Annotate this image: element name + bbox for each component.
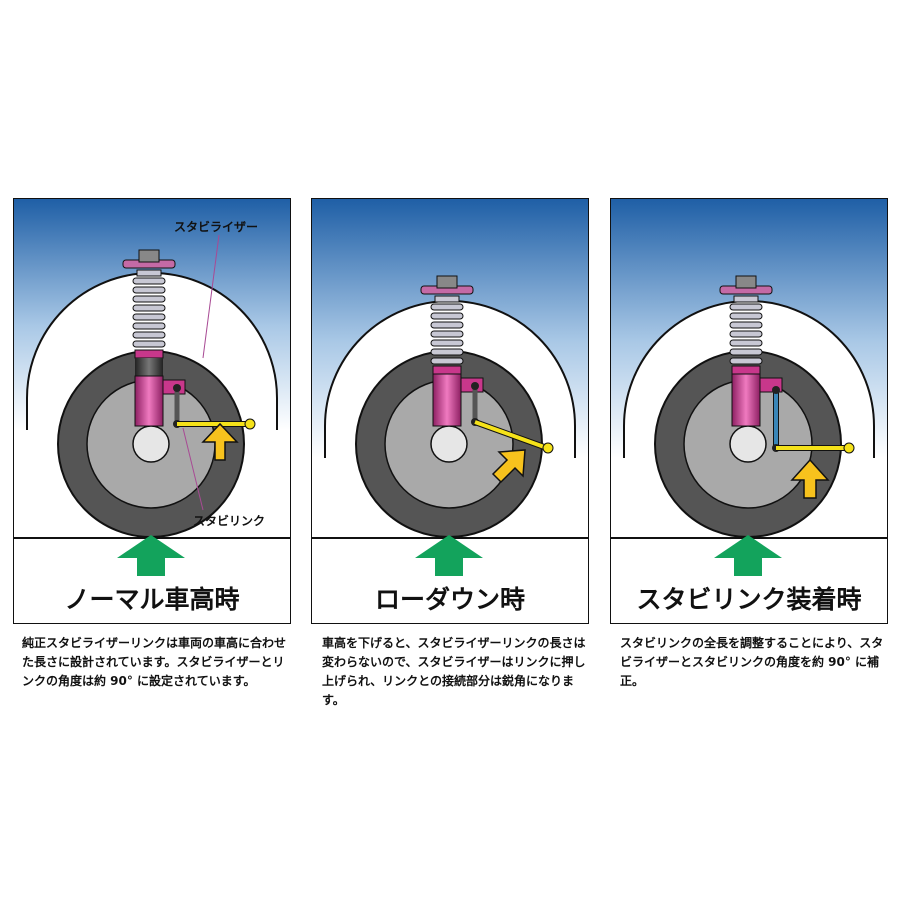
car-body <box>14 199 290 430</box>
stabilink-callout: スタビリンク <box>193 514 266 528</box>
hub <box>729 425 767 463</box>
stabilizer-bar <box>474 420 548 450</box>
push-arrow-icon <box>790 458 830 499</box>
panel-description: スタビリンクの全長を調整することにより、スタビライザーとスタビリンクの角度を約 … <box>620 636 884 688</box>
coil-spring <box>729 295 763 365</box>
car-body <box>312 199 588 458</box>
hub <box>430 425 468 463</box>
shock-absorber <box>134 375 164 427</box>
push-arrow-icon <box>201 422 239 461</box>
hub <box>132 425 170 463</box>
shock-absorber <box>731 373 761 427</box>
panel-description: 純正スタビライザーリンクは車両の車高に合わせた長さに設計されています。スタビライ… <box>22 636 287 688</box>
panel-title: ローダウン時 <box>374 585 525 614</box>
panel-title: スタビリンク装着時 <box>636 585 862 614</box>
ground-arrow-icon <box>117 535 185 576</box>
coil-spring <box>430 295 464 365</box>
ground-arrow-icon <box>415 535 483 576</box>
panel-description: 車高を下げると、スタビライザーリンクの長さは変わらないので、スタビライザーはリン… <box>322 636 586 707</box>
coil-spring <box>132 269 166 348</box>
panel-lowered: ローダウン時 <box>311 198 589 624</box>
shock-absorber <box>432 373 462 427</box>
panel-normal: スタビライザー スタビリンク ノーマル車高時 <box>13 198 291 624</box>
normal-diagram <box>13 198 291 624</box>
stabilizer-callout: スタビライザー <box>174 220 259 234</box>
stabilink-diagram <box>610 198 888 624</box>
panel-title: ノーマル車高時 <box>64 585 240 614</box>
car-body <box>611 199 887 458</box>
lowered-diagram <box>311 198 589 624</box>
ground-arrow-icon <box>714 535 782 576</box>
panel-stabilink: スタビリンク装着時 <box>610 198 888 624</box>
push-arrow-icon <box>491 449 526 484</box>
